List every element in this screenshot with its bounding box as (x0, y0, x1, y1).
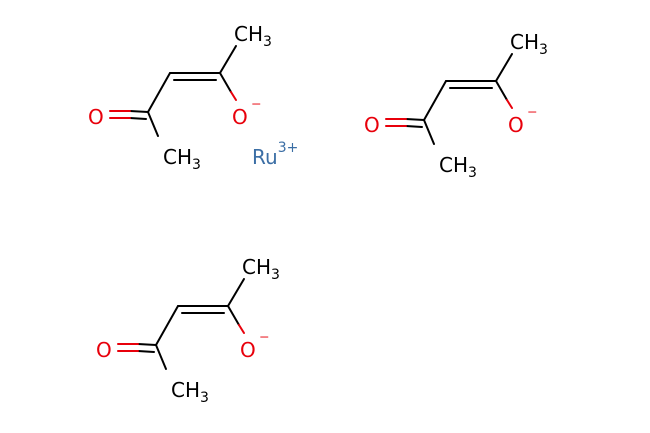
enolate-charge: ⁻ (251, 95, 262, 119)
carbonyl-oxygen: O (96, 338, 112, 362)
ligand-3: O O ⁻ CH3 CH3 (96, 255, 280, 406)
ligand-1: O O ⁻ CH3 CH3 (88, 22, 272, 173)
enolate-charge: ⁻ (259, 328, 270, 352)
methyl-top: CH3 (510, 30, 548, 58)
methyl-bottom: CH3 (171, 378, 209, 406)
methyl-bottom: CH3 (163, 145, 201, 173)
carbonyl-oxygen: O (88, 105, 104, 129)
enolate-oxygen: O (240, 338, 256, 362)
methyl-top: CH3 (234, 22, 272, 50)
ligand-2: O O ⁻ CH3 CH3 (364, 30, 548, 181)
carbonyl-oxygen: O (364, 113, 380, 137)
ruthenium-ion: Ru3+ (252, 140, 298, 169)
enolate-oxygen: O (232, 105, 248, 129)
methyl-bottom: CH3 (439, 153, 477, 181)
methyl-top: CH3 (242, 255, 280, 283)
enolate-charge: ⁻ (527, 103, 538, 127)
enolate-oxygen: O (508, 113, 524, 137)
